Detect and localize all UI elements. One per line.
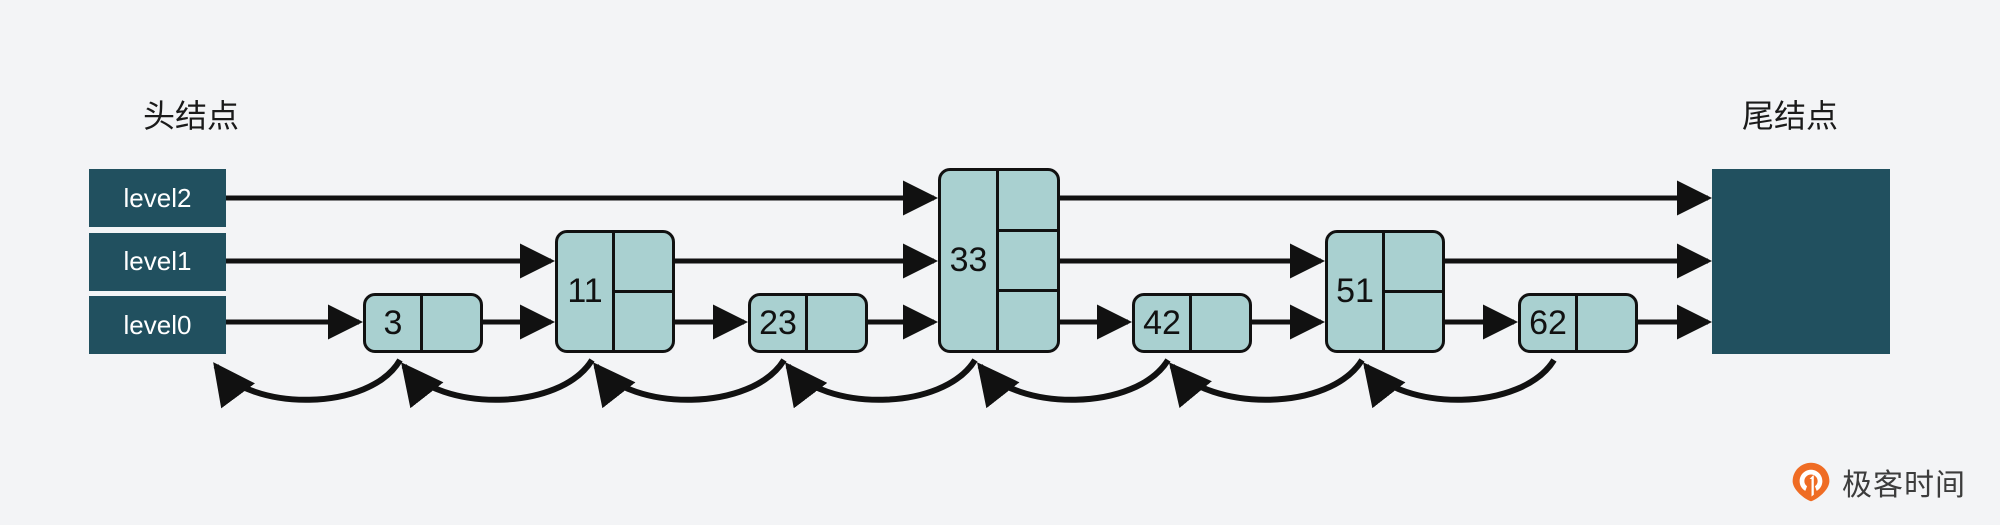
head-node-caption: 头结点 xyxy=(143,97,240,135)
node-11-ptr-level0 xyxy=(615,290,672,350)
node-33-pointers xyxy=(999,171,1057,350)
geektime-logo-text: 极客时间 xyxy=(1842,468,1966,503)
geektime-logo-icon xyxy=(1792,462,1830,502)
head-node-level0: level0 xyxy=(89,296,226,354)
node-51-key: 51 xyxy=(1328,233,1385,350)
node-3-ptr-level0 xyxy=(423,296,480,350)
tail-node xyxy=(1712,169,1890,354)
head-node-level2: level2 xyxy=(89,169,226,227)
node-33-key: 33 xyxy=(941,171,999,350)
node-51-ptr-level1 xyxy=(1385,233,1442,290)
node-42: 42 xyxy=(1132,293,1252,353)
node-33-ptr-level2 xyxy=(999,171,1057,229)
node-62: 62 xyxy=(1518,293,1638,353)
node-11-key: 11 xyxy=(558,233,615,350)
geektime-logo: 极客时间 xyxy=(1790,460,1966,504)
node-23-pointers xyxy=(808,296,865,350)
node-51-pointers xyxy=(1385,233,1442,350)
node-62-ptr-level0 xyxy=(1578,296,1635,350)
node-11-ptr-level1 xyxy=(615,233,672,290)
node-42-ptr-level0 xyxy=(1192,296,1249,350)
node-33-ptr-level1 xyxy=(999,228,1057,290)
node-33-ptr-level0 xyxy=(999,289,1057,350)
node-23: 23 xyxy=(748,293,868,353)
node-11: 11 xyxy=(555,230,675,353)
node-33: 33 xyxy=(938,168,1060,353)
node-3-pointers xyxy=(423,296,480,350)
node-11-pointers xyxy=(615,233,672,350)
node-62-key: 62 xyxy=(1521,296,1578,350)
node-42-pointers xyxy=(1192,296,1249,350)
node-23-ptr-level0 xyxy=(808,296,865,350)
node-51: 51 xyxy=(1325,230,1445,353)
node-3: 3 xyxy=(363,293,483,353)
node-3-key: 3 xyxy=(366,296,423,350)
tail-node-caption: 尾结点 xyxy=(1742,97,1839,135)
head-node: level2 level1 level0 xyxy=(89,169,226,354)
node-62-pointers xyxy=(1578,296,1635,350)
node-51-ptr-level0 xyxy=(1385,290,1442,350)
node-23-key: 23 xyxy=(751,296,808,350)
node-42-key: 42 xyxy=(1135,296,1192,350)
head-node-level1: level1 xyxy=(89,232,226,291)
backward-arrows xyxy=(213,358,1557,409)
